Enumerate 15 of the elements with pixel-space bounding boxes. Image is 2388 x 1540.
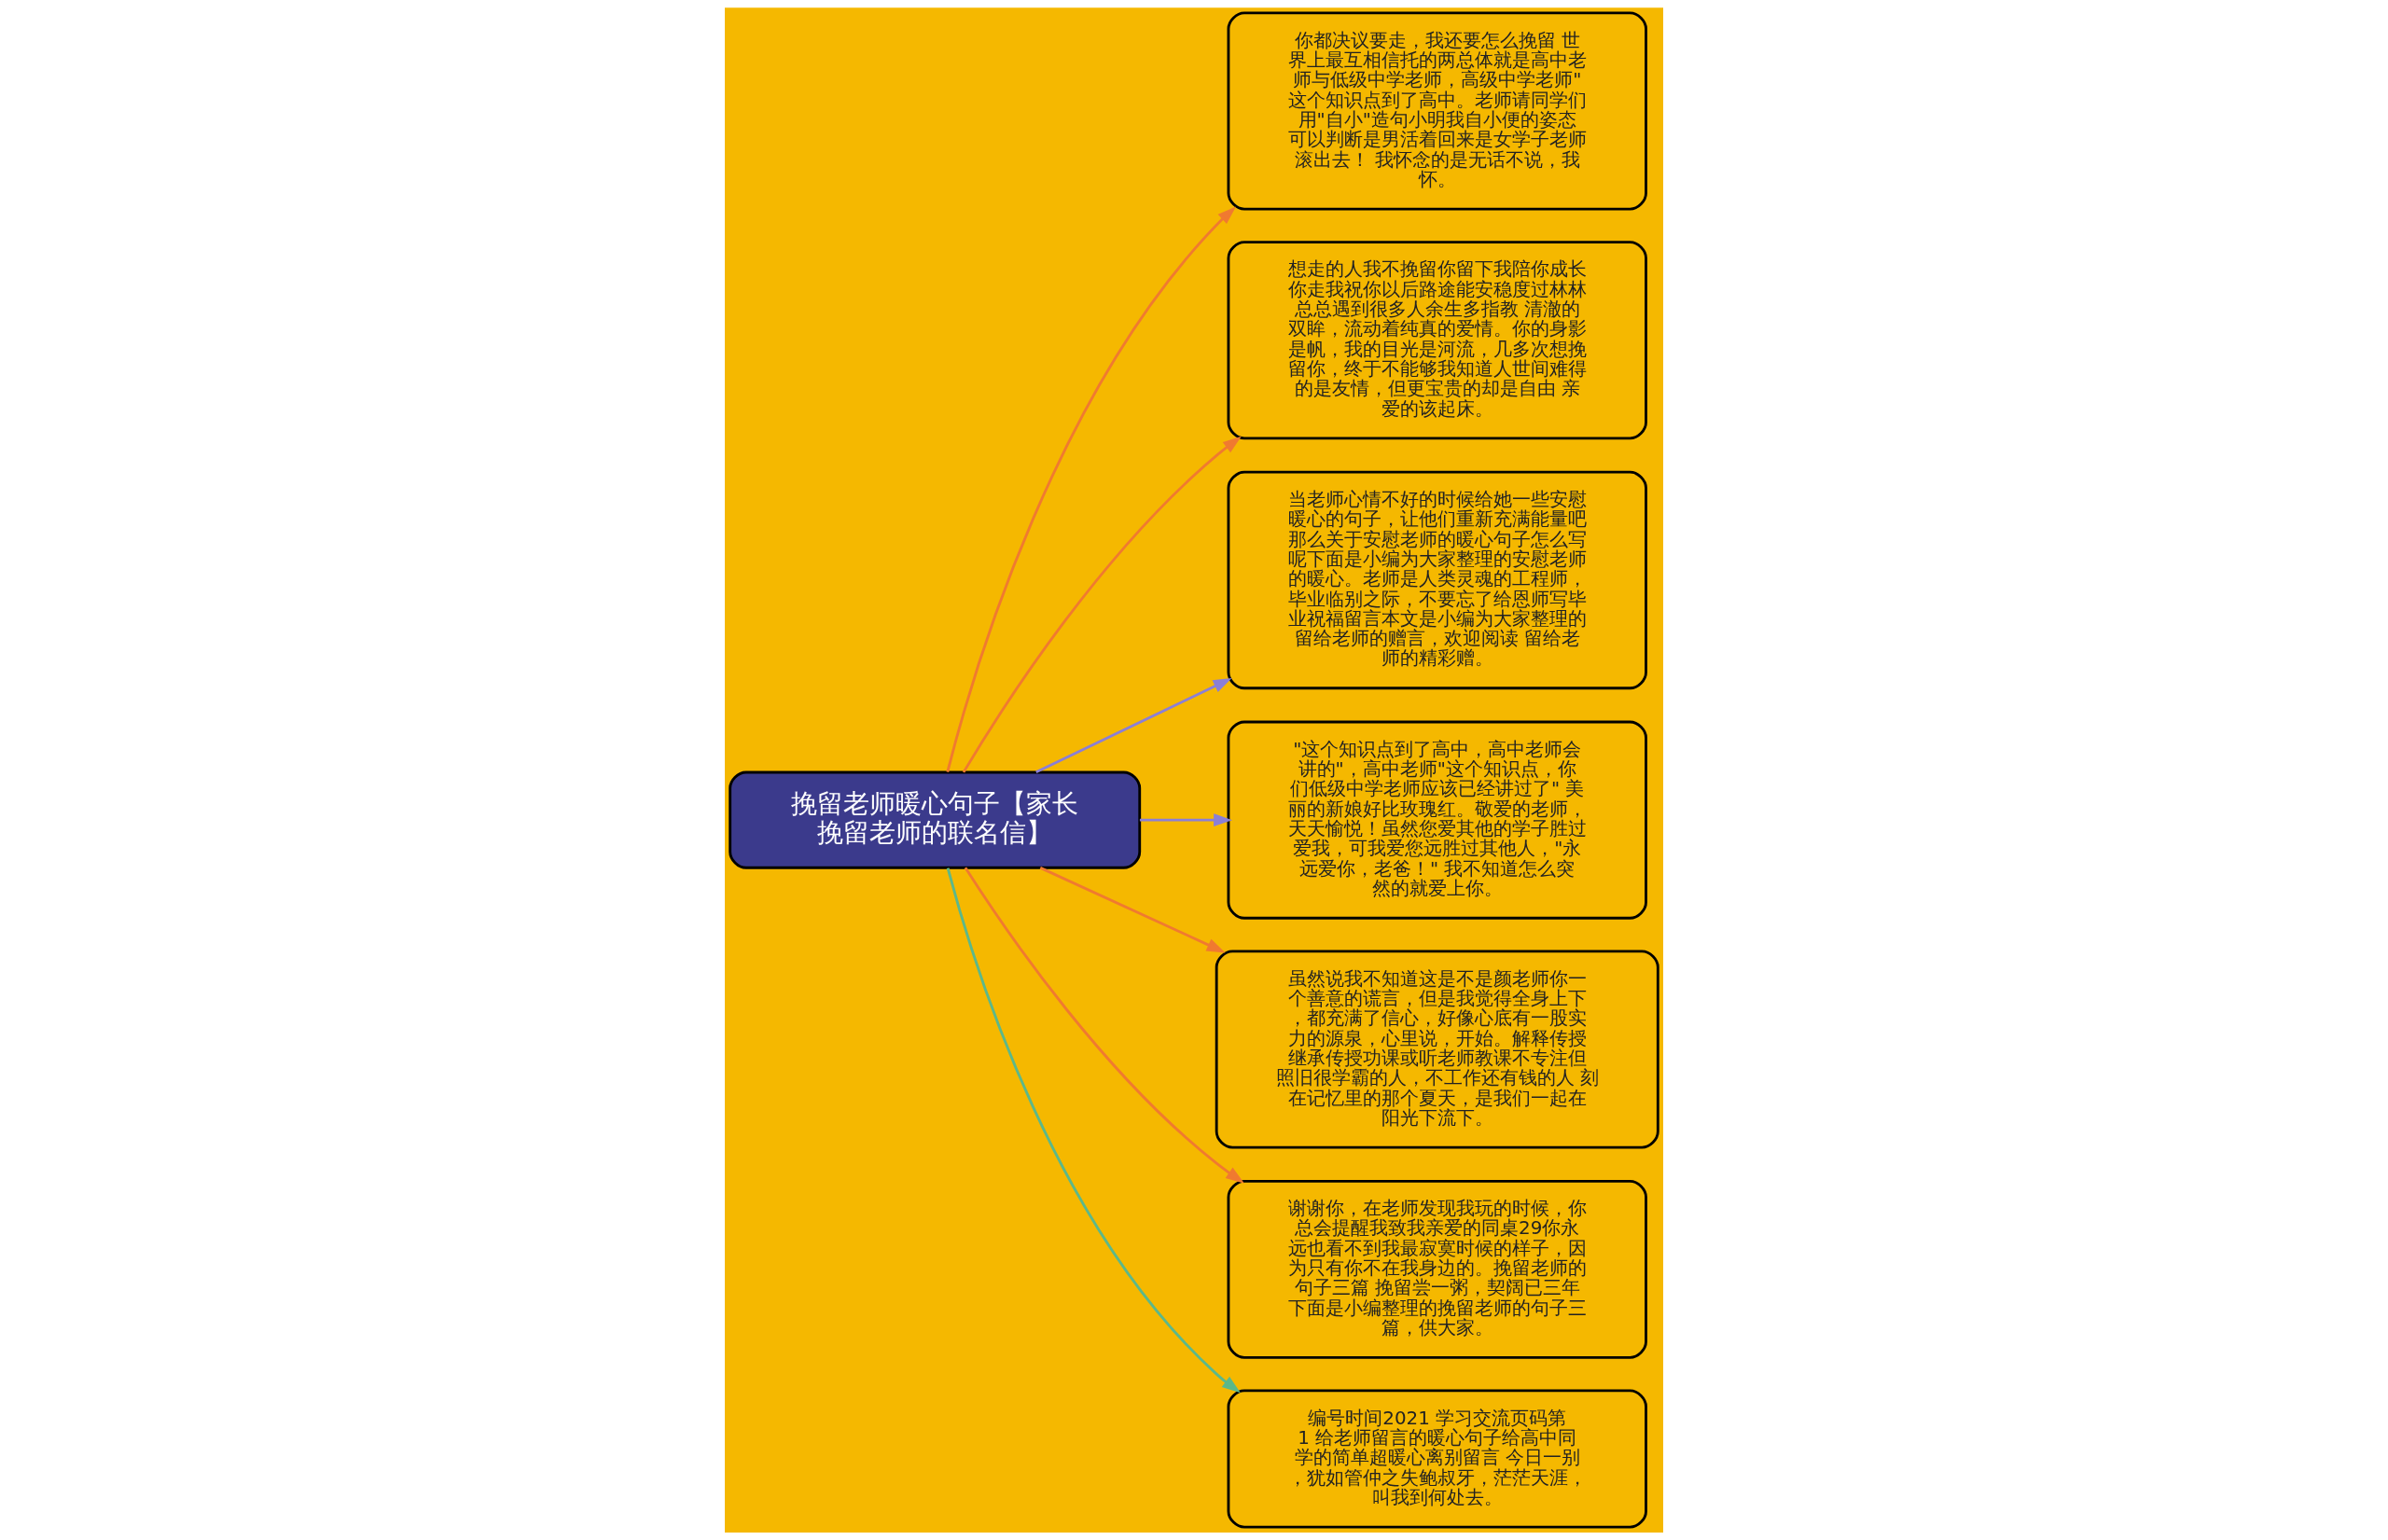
arrow xyxy=(962,436,1242,773)
node-box: "这个知识点到了高中，高中老师会讲的"，高中老师"这个知识点，你们低级中学老师应该已经讲过了" 美丽的新娘好比玫瑰红。敬爱的老师，天天愉悦！虽然您爱其他的学子胜过爱我，可我爱您远胜过其他人，"永远爱你，老爸！" 我不知道怎么突然的就爱上你。 xyxy=(1227,720,1647,920)
arrow xyxy=(946,867,1241,1394)
node-box: 当老师心情不好的时候给她一些安慰暖心的句子，让他们重新充满能量吧那么关于安慰老师的暖心句子怎么写呢下面是小编为大家整理的安慰老师的暖心。老师是人类灵魂的工程师，毕业临别之际，不要忘了给恩师写毕业祝福留言本文是小编为大家整理的留给老师的赠言，欢迎阅读 留给老师的精彩赠。 xyxy=(1227,470,1647,690)
arrow xyxy=(964,867,1244,1184)
node-box: 谢谢你，在老师发现我玩的时候，你总会提醒我致我亲爱的同桌29你永远也看不到我最寂寞时候的样子，因为只有你不在我身边的。挽留老师的句子三篇 挽留尝一粥，契阔已三年下面是小编整理的挽留老师的句子三篇，供大家。 xyxy=(1227,1179,1647,1359)
arrow xyxy=(946,206,1236,772)
node-box: 虽然说我不知道这是不是颜老师你一个善意的谎言，但是我觉得全身上下，都充满了信心，好像心底有一股实力的源泉，心里说，开始。解释传授继承传授功课或听老师教课不专注但照旧很学霸的人，不工作还有钱的人 刻在记忆里的那个夏天，是我们一起在阳光下流下。 xyxy=(1215,950,1659,1149)
arrow xyxy=(1139,813,1233,827)
node-box: 你都决议要走，我还要怎么挽留 世界上最互相信托的两总体就是高中老师与低级中学老师，高级中学老师"这个知识点到了高中。老师请同学们用"自小"造句小明我自小便的姿态可以判断是男活着回来是女学子老师滚出去！ 我怀念的是无话不说，我怀。 xyxy=(1227,11,1647,211)
node-box: 想走的人我不挽留你留下我陪你成长你走我祝你以后路途能安稳度过林林总总遇到很多人余生多指教 清澈的双眸，流动着纯真的爱情。你的身影是帆，我的目光是河流，几多次想挽留你，终于不能够我知道人世间难得的是友情，但更宝贵的却是自由 亲爱的该起床。 xyxy=(1227,241,1647,440)
node-box: 挽留老师暖心句子【家长挽留老师的联名信】 xyxy=(729,770,1142,869)
arrow xyxy=(1039,867,1226,953)
node-box: 编号时间2021 学习交流页码第1 给老师留言的暖心句子给高中同学的简单超暖心离别留言 今日一别，犹如管仲之失鲍叔牙，茫茫天涯，叫我到何处去。 xyxy=(1227,1389,1647,1529)
arrow xyxy=(1035,678,1232,773)
